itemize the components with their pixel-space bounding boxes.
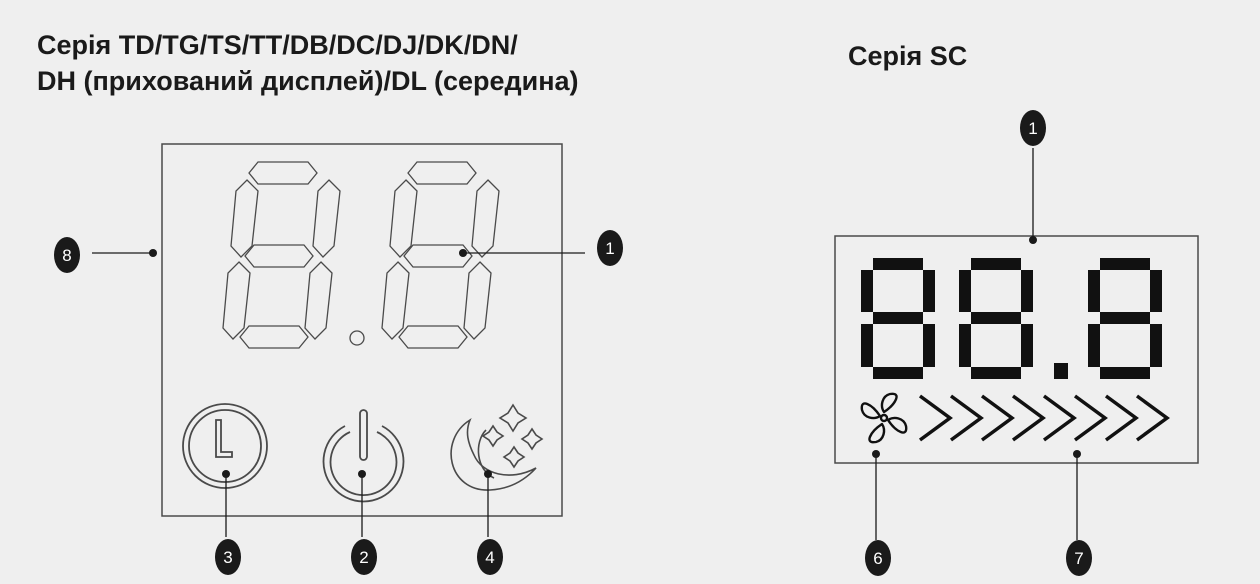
right-callout-7-label: 7	[1074, 549, 1083, 568]
left-digit-1	[222, 161, 341, 349]
right-callout-6-label: 6	[873, 549, 882, 568]
left-title-line2: DH (прихований дисплей)/DL (середина)	[37, 66, 579, 96]
left-callout-4: 4	[477, 470, 503, 575]
power-icon	[322, 409, 405, 503]
left-title-line1: Серія TD/TG/TS/TT/DB/DC/DJ/DK/DN/	[37, 30, 518, 60]
left-panel-title: Серія TD/TG/TS/TT/DB/DC/DJ/DK/DN/ DH (пр…	[37, 27, 579, 99]
right-callout-7: 7	[1066, 450, 1092, 576]
right-digit-1	[861, 258, 935, 379]
left-callout-1: 1	[459, 230, 623, 266]
right-callout-1-label: 1	[1028, 119, 1037, 138]
left-digit-2	[381, 161, 500, 349]
left-callout-3-label: 3	[223, 548, 232, 567]
left-callout-8-label: 8	[62, 246, 71, 265]
clock-icon	[182, 403, 268, 489]
right-digit-3	[1088, 258, 1162, 379]
right-callout-1: 1	[1020, 110, 1046, 244]
right-display-frame	[834, 235, 1199, 464]
right-panel-title: Серія SC	[848, 41, 968, 71]
left-callout-2-label: 2	[359, 548, 368, 567]
left-callout-4-label: 4	[485, 548, 494, 567]
left-callout-3: 3	[215, 470, 241, 575]
left-decimal-point	[349, 330, 365, 346]
moon-stars-icon	[450, 403, 544, 491]
right-digit-2	[959, 258, 1033, 379]
right-decimal-point	[1054, 363, 1068, 379]
left-callout-8: 8	[54, 237, 157, 273]
left-callout-2: 2	[351, 470, 377, 575]
right-callout-6: 6	[865, 450, 891, 576]
chevron-bar-icon	[918, 394, 1170, 442]
left-callout-1-label: 1	[605, 239, 614, 258]
fan-icon	[860, 392, 908, 444]
